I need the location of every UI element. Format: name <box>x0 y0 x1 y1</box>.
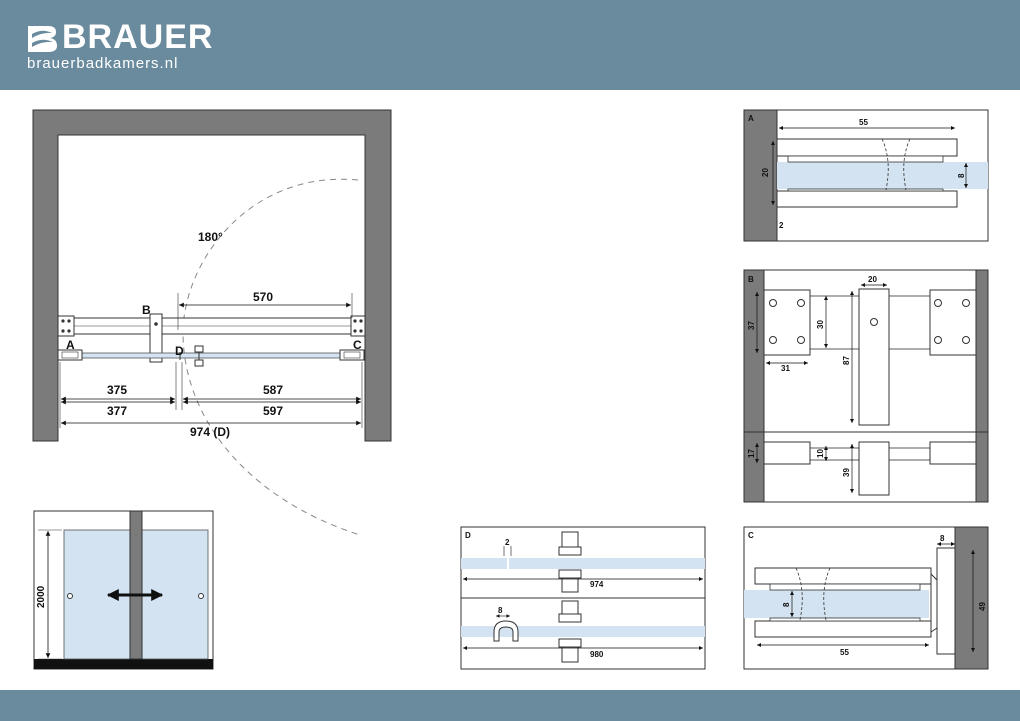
detail-b: B 37 30 31 20 87 17 10 39 <box>743 269 989 503</box>
dim-right-inner: 587 <box>263 383 283 397</box>
detail-b-side-height: 17 <box>747 449 756 458</box>
label-a: A <box>66 338 75 352</box>
brand-name: BRAUER <box>62 18 214 56</box>
dim-right-outer: 597 <box>263 404 283 418</box>
center-post <box>129 510 143 660</box>
detail-a-gap: 2 <box>779 221 784 230</box>
glass-panel <box>75 352 352 359</box>
label-c: C <box>353 338 362 352</box>
detail-c-offset: 8 <box>940 534 945 543</box>
brauer-logo-icon <box>28 26 57 52</box>
detail-c-label: C <box>748 531 754 540</box>
dim-top-span: 570 <box>253 290 273 304</box>
detail-b-hole-spacing: 30 <box>816 320 825 329</box>
front-elevation: 2000 <box>33 510 214 670</box>
detail-b-side-left-block <box>763 441 811 465</box>
plan-walls <box>32 109 392 442</box>
dim-left-outer: 377 <box>107 404 127 418</box>
detail-b-side-inner: 10 <box>816 449 825 458</box>
detail-c: C 8 8 55 49 <box>743 526 989 670</box>
detail-a-glass <box>777 162 988 189</box>
detail-a: A 55 20 8 2 <box>743 109 989 242</box>
label-b: B <box>142 303 151 317</box>
plan-view: 180° A B C D <box>32 109 392 536</box>
detail-b-side-right-block <box>929 441 977 465</box>
detail-d-seal: 8 <box>498 606 503 615</box>
detail-d-seal-icon <box>493 620 519 642</box>
dim-height: 2000 <box>36 585 47 608</box>
detail-b-side-roller-height: 39 <box>842 468 851 477</box>
dim-total: 974 (D) <box>190 425 230 439</box>
detail-b-label: B <box>748 275 754 284</box>
detail-d-gap: 2 <box>505 538 510 547</box>
left-wall-plate <box>57 315 75 337</box>
detail-b-plate-height: 37 <box>747 321 756 330</box>
detail-a-height: 20 <box>761 168 770 177</box>
brand-footer <box>0 690 1020 721</box>
handle-d <box>194 345 204 353</box>
detail-d-label: D <box>465 531 471 540</box>
detail-d: D 2 974 8 980 <box>460 526 706 670</box>
detail-c-glass <box>744 590 929 618</box>
detail-d-glass-bottom <box>461 626 705 637</box>
detail-b-side-roller <box>858 441 890 496</box>
detail-b-wall-left <box>743 269 765 503</box>
detail-a-label: A <box>748 114 754 123</box>
detail-c-width: 55 <box>840 648 849 657</box>
detail-b-roller <box>858 288 890 426</box>
detail-d-glass-top <box>461 558 705 569</box>
brand-header: BRAUER brauerbadkamers.nl <box>0 0 1020 90</box>
detail-a-width: 55 <box>859 118 868 127</box>
detail-b-plate-width: 31 <box>781 364 790 373</box>
detail-b-roller-width: 20 <box>868 275 877 284</box>
right-wall-plate <box>350 315 366 337</box>
dim-left-inner: 375 <box>107 383 127 397</box>
label-d: D <box>175 344 184 358</box>
floor <box>34 659 213 669</box>
detail-d-width-bottom: 980 <box>590 650 604 659</box>
detail-a-glass-thickness: 8 <box>957 173 966 178</box>
detail-c-glass-thickness: 8 <box>782 602 791 607</box>
detail-b-roller-height: 87 <box>842 356 851 365</box>
roller-b <box>149 313 163 363</box>
detail-d-width-top: 974 <box>590 580 604 589</box>
detail-c-wall <box>954 526 989 670</box>
brand-website[interactable]: brauerbadkamers.nl <box>27 55 179 72</box>
detail-c-height: 49 <box>978 602 987 611</box>
detail-b-wall-right <box>975 269 989 503</box>
angle-label: 180° <box>198 230 223 244</box>
